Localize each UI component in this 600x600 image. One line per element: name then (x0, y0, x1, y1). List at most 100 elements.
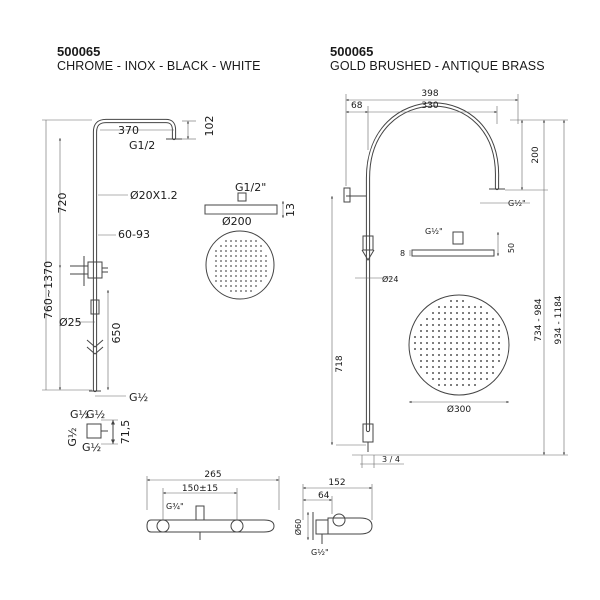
nozzle-hole (438, 384, 440, 386)
nozzle-hole (230, 280, 232, 282)
nozzle-hole (456, 330, 458, 332)
nozzle-hole (468, 342, 470, 344)
nozzle-hole (230, 285, 232, 287)
nozzle-hole (456, 324, 458, 326)
nozzle-hole (498, 324, 500, 326)
nozzle-hole (230, 265, 232, 267)
nozzle-hole (260, 250, 262, 252)
nozzle-hole (498, 348, 500, 350)
nozzle-hole (426, 318, 428, 320)
nozzle-hole (245, 240, 247, 242)
mixer-outlet-label: G½" (311, 548, 329, 557)
nozzle-hole (255, 255, 257, 257)
nozzle-hole (480, 342, 482, 344)
small-head-thread: G1/2" (235, 181, 266, 194)
nozzle-hole (420, 366, 422, 368)
nozzle-hole (414, 336, 416, 338)
height-range-label: 760~1370 (42, 261, 55, 319)
nozzle-hole (474, 360, 476, 362)
nozzle-hole (250, 250, 252, 252)
nozzle-hole (486, 330, 488, 332)
nozzle-hole (255, 240, 257, 242)
nozzle-hole (250, 260, 252, 262)
nozzle-hole (450, 354, 452, 356)
nozzle-hole (220, 255, 222, 257)
mixer-front-view (146, 476, 280, 540)
nozzle-hole (462, 372, 464, 374)
arm-drop-label: 200 (531, 146, 541, 163)
nozzle-hole (462, 342, 464, 344)
nozzle-hole (215, 275, 217, 277)
left-product-code: 500065 (57, 44, 101, 59)
nozzle-hole (468, 330, 470, 332)
nozzle-hole (255, 285, 257, 287)
bar-height-label: 650 (110, 323, 123, 344)
nozzle-hole (245, 280, 247, 282)
bottom-thread-label: G½ (129, 391, 148, 404)
nozzle-hole (444, 318, 446, 320)
nozzle-hole (456, 384, 458, 386)
nozzle-hole (480, 372, 482, 374)
nozzle-hole (240, 240, 242, 242)
nozzle-hole (444, 342, 446, 344)
arm-length-label: 370 (118, 124, 139, 137)
nozzle-hole (230, 270, 232, 272)
nozzle-hole (420, 324, 422, 326)
nozzle-hole (444, 330, 446, 332)
nozzle-hole (444, 354, 446, 356)
nozzle-hole (450, 336, 452, 338)
head-thread-label: G½" (425, 227, 443, 236)
nozzle-hole (235, 240, 237, 242)
right-riser-pipe (365, 102, 500, 433)
nozzle-hole (265, 265, 267, 267)
mixer-body (146, 519, 275, 533)
nozzle-hole (492, 318, 494, 320)
valve-thread-1: G½ (70, 408, 89, 421)
nozzle-hole (230, 275, 232, 277)
nozzle-hole (255, 245, 257, 247)
nozzle-hole (456, 372, 458, 374)
nozzle-hole (426, 324, 428, 326)
nozzle-hole (215, 260, 217, 262)
nozzle-hole (225, 275, 227, 277)
nozzle-hole (498, 330, 500, 332)
nozzle-hole (220, 260, 222, 262)
nozzle-hole (225, 245, 227, 247)
nozzle-hole (255, 265, 257, 267)
nozzle-hole (240, 290, 242, 292)
nozzle-hole (492, 330, 494, 332)
nozzle-hole (235, 260, 237, 262)
nozzle-hole (492, 354, 494, 356)
right-head-face (408, 294, 510, 404)
nozzle-hole (468, 312, 470, 314)
nozzle-hole (426, 336, 428, 338)
valve-thread-3: G½ (66, 427, 79, 446)
nozzle-hole (426, 330, 428, 332)
nozzle-hole (468, 378, 470, 380)
nozzle-hole (432, 318, 434, 320)
nozzle-hole (438, 324, 440, 326)
nozzle-hole (215, 280, 217, 282)
right-head-side-view (409, 231, 500, 257)
nozzle-hole (456, 318, 458, 320)
nozzle-hole (456, 360, 458, 362)
nozzle-hole (468, 336, 470, 338)
nozzle-hole (456, 300, 458, 302)
nozzle-hole (444, 372, 446, 374)
nozzle-hole (450, 312, 452, 314)
nozzle-hole (498, 360, 500, 362)
nozzle-hole (250, 240, 252, 242)
nozzle-hole (250, 265, 252, 267)
nozzle-hole (450, 324, 452, 326)
nozzle-hole (432, 330, 434, 332)
nozzle-hole (468, 354, 470, 356)
nozzle-hole (245, 250, 247, 252)
nozzle-hole (492, 372, 494, 374)
nozzle-hole (220, 250, 222, 252)
nozzle-hole (432, 354, 434, 356)
nozzle-hole (438, 348, 440, 350)
nozzle-hole (426, 354, 428, 356)
mixer-knob-right (230, 519, 244, 533)
